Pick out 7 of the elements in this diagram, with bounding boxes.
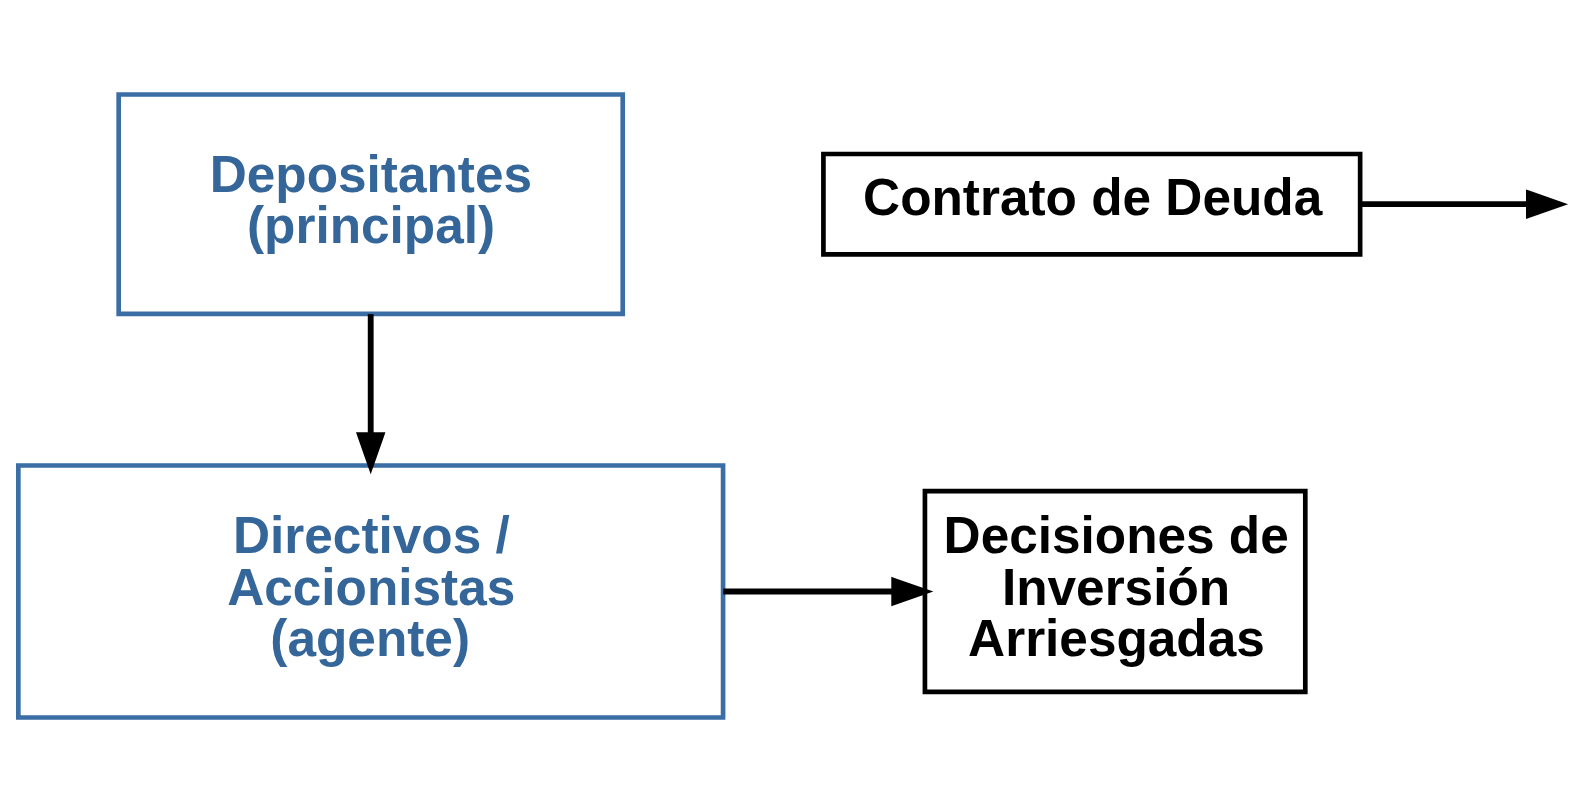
node-box: Directivos / Accionistas (agente) (15, 463, 725, 720)
node-box: Depositantes (principal) (115, 92, 625, 317)
arrow (1359, 189, 1568, 219)
arrow (722, 576, 933, 607)
node-box: Contrato de Deuda (820, 151, 1362, 257)
arrow (355, 314, 385, 475)
node-box: Decisiones de Inversión Arriesgadas (922, 488, 1308, 695)
